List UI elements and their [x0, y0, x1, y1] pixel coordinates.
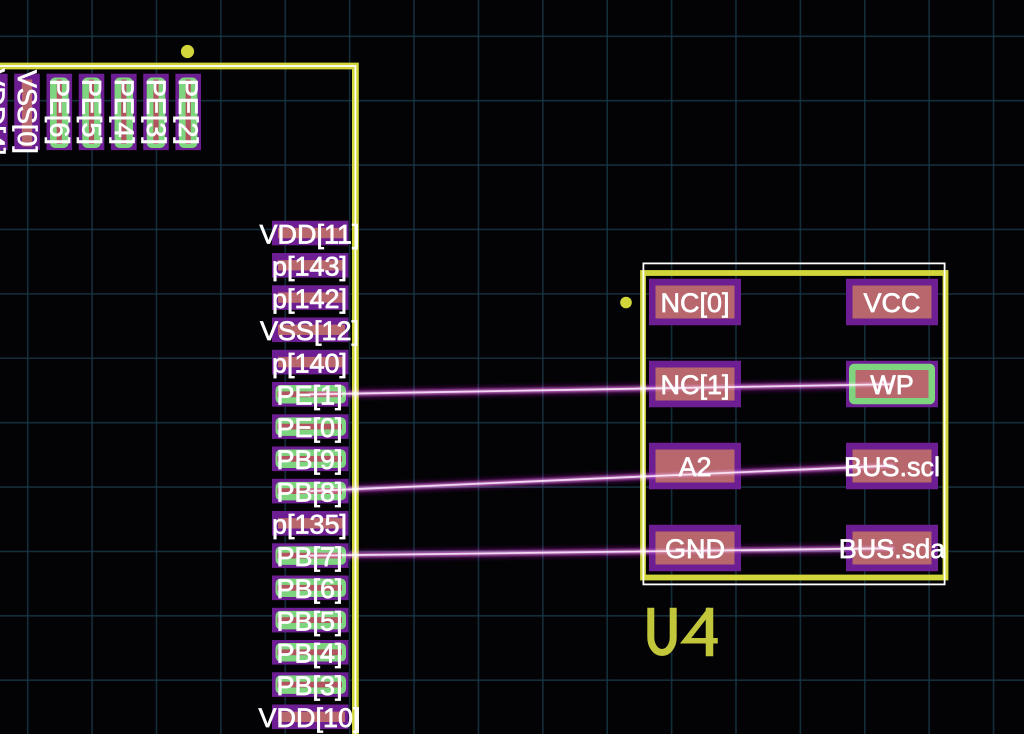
svg-text:GND: GND [665, 534, 725, 564]
svg-text:PB[7]: PB[7] [276, 542, 342, 572]
svg-text:p[143]: p[143] [272, 252, 347, 282]
svg-text:PE[4]: PE[4] [109, 79, 139, 145]
svg-text:VSS[0]: VSS[0] [12, 70, 42, 154]
svg-text:VDD[4]: VDD[4] [0, 68, 10, 155]
svg-text:PB[3]: PB[3] [276, 671, 342, 701]
svg-text:PE[5]: PE[5] [77, 79, 107, 145]
svg-text:PB[4]: PB[4] [276, 639, 342, 669]
svg-text:VDD[11]: VDD[11] [259, 219, 359, 249]
svg-text:VDD[10]: VDD[10] [258, 703, 360, 733]
svg-text:NC[1]: NC[1] [660, 370, 729, 400]
svg-text:PB[6]: PB[6] [276, 574, 342, 604]
svg-text:PE[2]: PE[2] [173, 79, 203, 145]
svg-text:WP: WP [870, 370, 914, 400]
svg-text:p[135]: p[135] [272, 510, 347, 540]
svg-text:PE[6]: PE[6] [44, 79, 74, 145]
svg-text:p[140]: p[140] [272, 348, 347, 378]
svg-text:BUS.scl: BUS.scl [844, 452, 940, 482]
svg-text:PB[9]: PB[9] [276, 445, 342, 475]
svg-text:PB[5]: PB[5] [276, 606, 342, 636]
svg-text:PE[0]: PE[0] [276, 413, 342, 443]
svg-text:NC[0]: NC[0] [660, 288, 729, 318]
svg-text:BUS.sda: BUS.sda [839, 534, 947, 564]
svg-text:PB[8]: PB[8] [276, 477, 342, 507]
svg-text:A2: A2 [678, 452, 711, 482]
svg-text:PE[1]: PE[1] [276, 381, 342, 411]
svg-text:VCC: VCC [863, 288, 920, 318]
svg-text:VSS[12]: VSS[12] [260, 316, 359, 346]
svg-text:p[142]: p[142] [272, 284, 347, 314]
svg-text:PE[3]: PE[3] [141, 79, 171, 145]
